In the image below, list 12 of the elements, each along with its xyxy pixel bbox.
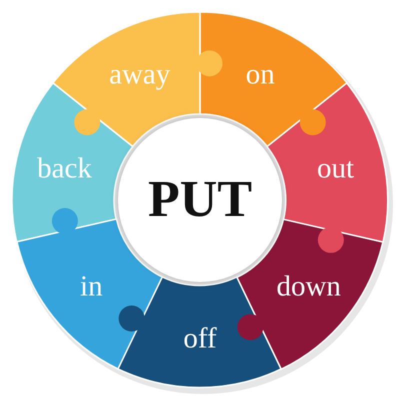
- puzzle-segment: [267, 82, 388, 253]
- center-word: PUT: [148, 174, 252, 226]
- puzzle-segment: [237, 219, 384, 370]
- puzzle-segment: [53, 12, 223, 146]
- segment-label: on: [246, 60, 275, 90]
- segment-label: back: [37, 154, 92, 184]
- puzzle-segment: [200, 12, 347, 146]
- segment-label: out: [316, 154, 354, 184]
- segment-label: off: [183, 324, 217, 354]
- segment-label: in: [80, 272, 103, 302]
- segment-label: down: [276, 272, 341, 302]
- segment-label: away: [109, 60, 170, 90]
